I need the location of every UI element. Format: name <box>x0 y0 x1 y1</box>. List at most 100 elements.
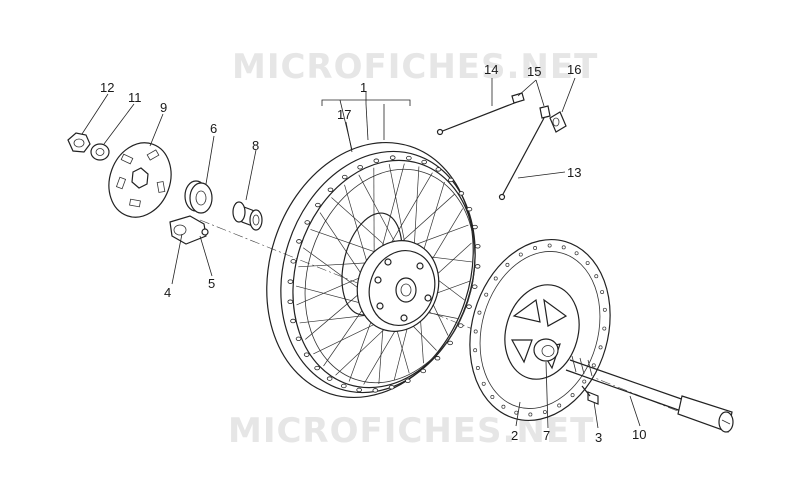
disc-hole <box>514 410 519 415</box>
disc-hole <box>493 276 498 281</box>
disc-hole <box>547 243 552 248</box>
rim-hole <box>373 158 380 163</box>
rim-hole <box>474 264 481 269</box>
wheel-hub <box>341 212 440 332</box>
drive-plate-part-9 <box>108 142 172 218</box>
disc-hole <box>473 329 478 334</box>
rim-hole <box>420 368 427 374</box>
label-9: 9 <box>160 100 167 115</box>
disc-hole <box>594 274 599 279</box>
label-7: 7 <box>543 428 550 443</box>
disc-hole <box>484 292 489 297</box>
rim-hole <box>388 385 395 390</box>
spoke-nipples-part-15 <box>511 92 551 119</box>
label-13: 13 <box>567 165 581 180</box>
disc-hole <box>490 394 495 399</box>
disc-hole <box>582 379 587 384</box>
spoke-line <box>331 197 394 253</box>
label-2: 2 <box>511 428 518 443</box>
disc-hole <box>602 307 607 312</box>
rim-hole <box>466 304 472 309</box>
spoke-part-13 <box>498 117 545 201</box>
disc-bolt-part-3 <box>581 385 599 405</box>
rim-spoke-holes <box>287 155 481 393</box>
label-5: 5 <box>208 276 215 291</box>
bearing-part-6 <box>184 180 213 214</box>
label-12: 12 <box>100 80 114 95</box>
rim-hole <box>434 356 441 361</box>
rim-hole <box>421 159 428 165</box>
axle-part-10 <box>565 355 734 433</box>
disc-hole <box>542 410 547 414</box>
disc-hole <box>533 246 538 250</box>
rim-hole <box>296 239 302 244</box>
label-11: 11 <box>128 90 142 105</box>
label-15: 15 <box>527 64 541 79</box>
rim-hole <box>327 187 334 192</box>
rim-hole <box>290 318 296 324</box>
rim-hole <box>472 224 478 230</box>
rim-hole <box>304 220 311 225</box>
rim-hole <box>356 387 362 393</box>
disc-hole <box>557 403 562 408</box>
disc-hole <box>505 262 510 267</box>
rim-hole <box>466 207 473 212</box>
rim-hole <box>471 284 478 289</box>
rim-hole <box>326 376 333 381</box>
disc-hole <box>600 290 605 294</box>
axle-centerline <box>199 219 701 421</box>
disc-hole <box>602 326 607 331</box>
rim-hole <box>448 177 454 183</box>
label-1: 1 <box>360 80 367 95</box>
label-3: 3 <box>595 430 602 445</box>
rim-hole <box>405 378 411 383</box>
disc-hole <box>477 310 482 315</box>
disc-hole <box>501 404 506 409</box>
label-8: 8 <box>252 138 259 153</box>
disc-hole <box>598 345 603 350</box>
wheel-rim-part-17 <box>266 141 476 399</box>
rim-hole <box>474 244 481 249</box>
disc-hole <box>570 393 575 398</box>
rim-hole <box>372 388 379 393</box>
label-17: 17 <box>337 107 351 122</box>
disc-hole <box>473 348 478 353</box>
rim-hole <box>406 155 412 161</box>
leader-lines <box>81 77 641 429</box>
spoke-part-14 <box>436 99 523 136</box>
rim-hole <box>290 259 297 264</box>
disc-bearing-part-7 <box>533 338 559 362</box>
label-10: 10 <box>632 427 646 442</box>
rim-hole <box>357 165 363 170</box>
label-16: 16 <box>567 62 581 77</box>
rim-hole <box>389 155 396 160</box>
label-4: 4 <box>164 285 171 300</box>
spacer-part-8 <box>232 201 263 231</box>
brake-disc-holes <box>473 243 607 417</box>
rim-hole <box>457 323 464 328</box>
disc-hole <box>528 412 533 417</box>
disc-hole <box>574 251 579 256</box>
rim-hole <box>303 352 310 357</box>
rim-hole <box>315 202 321 208</box>
rim-hole <box>341 174 348 180</box>
rim-hole <box>447 340 453 346</box>
disc-hole <box>518 252 523 257</box>
valve-cap-part-16 <box>549 111 567 133</box>
rim-hole <box>435 167 442 172</box>
rim-hole <box>287 299 294 304</box>
brake-disc-part-2 <box>469 238 611 422</box>
rim-hole <box>314 365 320 371</box>
rim-hole <box>458 191 465 196</box>
label-14: 14 <box>484 62 498 77</box>
disc-hole <box>591 363 596 368</box>
washer-part-11 <box>90 143 110 161</box>
disc-hole <box>561 245 566 250</box>
disc-hole <box>481 381 486 386</box>
rim-hole <box>340 383 347 389</box>
nut-part-12 <box>67 132 91 153</box>
label-6: 6 <box>210 121 217 136</box>
watermark-top: MICROFICHES.NET <box>232 47 598 87</box>
